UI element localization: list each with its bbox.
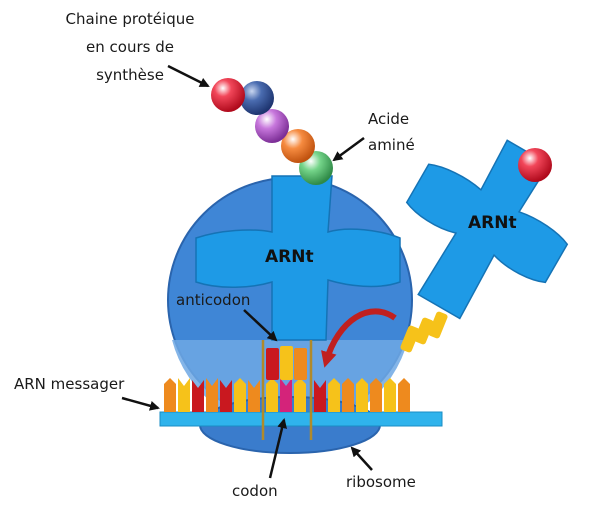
label-amino-line1: Acide xyxy=(368,110,409,128)
trna-main-shape xyxy=(195,175,401,341)
trna-main-label: ARNt xyxy=(265,247,314,267)
mrna-base xyxy=(178,378,190,412)
anticodon-base xyxy=(266,348,279,380)
incoming-base xyxy=(400,325,420,353)
mrna-backbone xyxy=(159,411,443,427)
mrna-bases xyxy=(164,378,410,412)
incoming-amino-acid-bead xyxy=(518,148,552,182)
trna-entry-arrow xyxy=(321,308,397,368)
label-chain-line1: Chaine protéique xyxy=(66,10,195,28)
label-chain-line2: en cours de xyxy=(86,38,174,56)
mrna-base xyxy=(248,380,260,412)
mrna-base xyxy=(356,378,368,412)
mrna-base xyxy=(328,378,340,412)
mrna-base xyxy=(342,378,354,412)
label-amino-line2: aminé xyxy=(368,136,415,154)
mrna-base xyxy=(370,378,382,412)
label-mrna: ARN messager xyxy=(14,375,125,393)
trna-main: ARNt xyxy=(195,175,401,341)
trna-incoming: ARNt xyxy=(400,139,569,353)
arrow-ribosome xyxy=(350,446,373,471)
anticodon-base xyxy=(280,346,293,380)
trna-incoming-label: ARNt xyxy=(468,213,517,233)
trna-incoming-shape xyxy=(405,139,569,320)
arrow-codon xyxy=(268,418,287,479)
amino-acid-bead xyxy=(281,129,315,163)
mrna-base xyxy=(398,378,410,412)
anticodon-bases xyxy=(266,346,307,380)
mrna-base xyxy=(314,380,326,412)
label-ribosome: ribosome xyxy=(346,473,416,491)
mrna-codon-base xyxy=(280,378,292,412)
mrna-base xyxy=(164,378,176,412)
arrow-anticodon xyxy=(243,309,278,342)
amino-acid-bead xyxy=(211,78,245,112)
amino-acid-bead xyxy=(240,81,274,115)
label-anticodon: anticodon xyxy=(176,291,250,309)
mrna-base xyxy=(192,380,204,412)
mrna-base xyxy=(234,378,246,412)
arrow-amino xyxy=(332,136,365,162)
mrna-codon-base xyxy=(266,378,278,412)
amino-acid-bead xyxy=(255,109,289,143)
arrow-mrna xyxy=(121,396,160,411)
incoming-base xyxy=(428,311,448,339)
incoming-base xyxy=(414,317,434,345)
anticodon-base xyxy=(294,348,307,380)
label-codon: codon xyxy=(232,482,278,500)
mrna-base xyxy=(384,378,396,412)
arrow-chain xyxy=(167,64,210,88)
label-chain-line3: synthèse xyxy=(96,66,164,84)
protein-chain xyxy=(211,78,333,185)
trna-incoming-anticodon xyxy=(400,311,448,353)
mrna-codon-base xyxy=(294,378,306,412)
mrna-base xyxy=(206,378,218,412)
mrna-base xyxy=(220,380,232,412)
